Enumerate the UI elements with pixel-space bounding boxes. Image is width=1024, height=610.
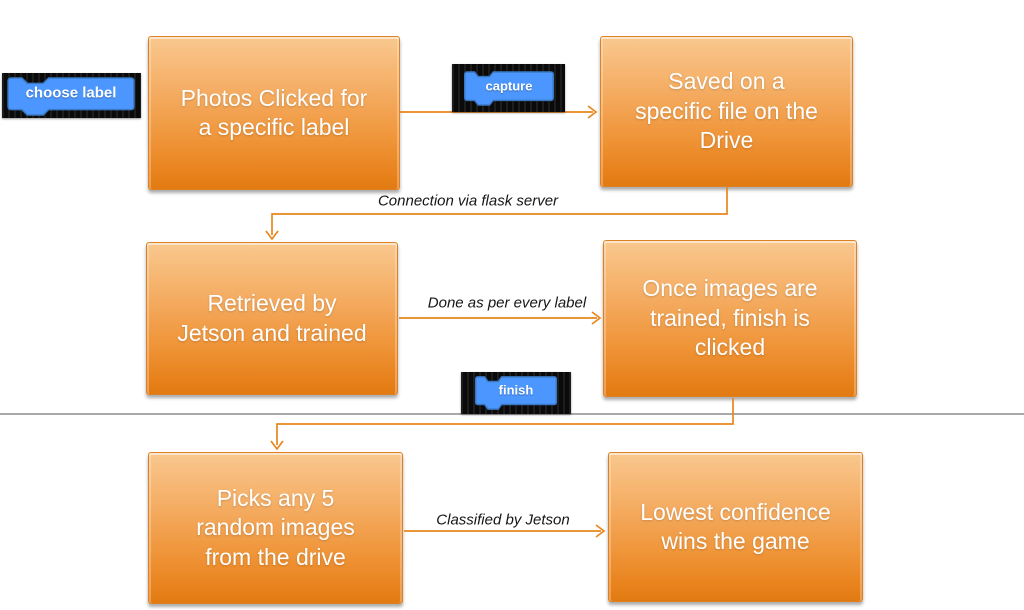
edge-label-flask-server: Connection via flask server	[377, 192, 559, 210]
scratch-block-shape-icon	[7, 77, 135, 116]
scratch-block-label: capture	[485, 78, 533, 94]
scratch-panel-choose-label: choose label	[2, 73, 141, 118]
flow-box-retrieved-trained: Retrieved by Jetson and trained	[146, 242, 398, 395]
edge-label-classified-jetson: Classified by Jetson	[436, 511, 570, 529]
flow-box-photos-clicked: Photos Clicked for a specific label	[148, 36, 400, 190]
flow-box-finish-clicked: Once images are trained, finish is click…	[603, 240, 857, 397]
scratch-block-label: choose label	[25, 84, 117, 102]
arrowhead-right-icon	[595, 524, 606, 538]
scratch-panel-finish: finish	[461, 372, 571, 414]
horizontal-divider	[0, 413, 1024, 415]
scratch-block-choose-label: choose label	[7, 77, 135, 116]
flow-box-picks-random-images: Picks any 5 random images from the drive	[148, 452, 403, 604]
arrowhead-down-icon	[265, 230, 279, 241]
arrow-saved-to-retrieved	[271, 187, 728, 235]
scratch-block-shape-icon	[464, 71, 554, 106]
scratch-panel-capture: capture	[452, 64, 565, 112]
edge-label-every-label: Done as per every label	[427, 294, 587, 312]
arrowhead-down-icon	[270, 440, 284, 451]
scratch-block-shape-icon	[475, 376, 557, 410]
scratch-block-label: finish	[498, 382, 534, 398]
arrowhead-right-icon	[587, 105, 598, 119]
scratch-block-capture: capture	[464, 71, 554, 106]
arrow-trained-to-picks	[276, 398, 734, 445]
scratch-block-finish: finish	[475, 376, 557, 410]
arrowhead-right-icon	[591, 311, 602, 325]
flow-box-saved-on-drive: Saved on a specific file on the Drive	[600, 36, 853, 187]
flow-box-lowest-confidence: Lowest confidence wins the game	[608, 452, 863, 602]
